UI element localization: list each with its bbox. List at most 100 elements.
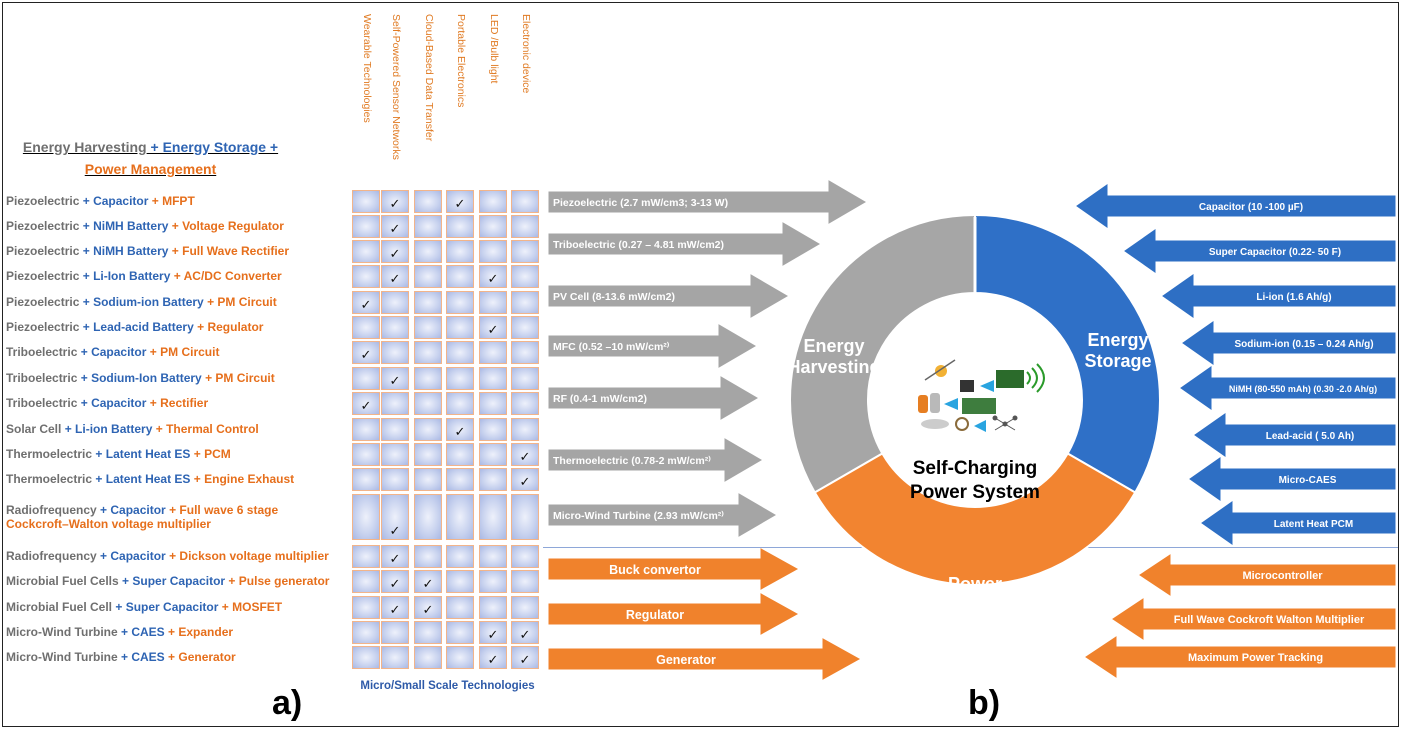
harvesting-arrow xyxy=(548,376,758,420)
row-harvester: Radiofrequency xyxy=(6,549,97,563)
storage-arrow-label: Latent Heat PCM xyxy=(1274,519,1353,530)
grid-cell xyxy=(446,621,474,644)
grid-cell: ✓ xyxy=(479,621,507,644)
check-mark-icon: ✓ xyxy=(360,347,372,362)
harvesting-arrow-label: Triboelectric (0.27 – 4.81 mW/cm2) xyxy=(553,239,724,251)
row-label: Triboelectric + Capacitor + Rectifier xyxy=(6,396,209,410)
row-label: Micro-Wind Turbine + CAES + Generator xyxy=(6,650,236,664)
row-management: Dickson voltage multiplier xyxy=(179,549,329,563)
grid-cell xyxy=(414,545,442,568)
management-arrow-right-label: Full Wave Cockroft Walton Multiplier xyxy=(1174,614,1365,626)
grid-cell xyxy=(479,443,507,466)
grid-caption: Micro/Small Scale Technologies xyxy=(360,680,535,692)
storage-arrow-label: Capacitor (10 -100 µF) xyxy=(1199,202,1303,213)
grid-cell xyxy=(352,265,380,288)
grid-cell xyxy=(479,468,507,491)
grid-cell xyxy=(479,570,507,593)
grid-cell: ✓ xyxy=(479,265,507,288)
grid-cell xyxy=(414,367,442,390)
grid-cell xyxy=(446,341,474,364)
row-label: Piezoelectric + Lead-acid Battery + Regu… xyxy=(6,320,264,334)
management-arrow-right xyxy=(1112,598,1396,640)
column-header: Self-Powered Sensor Networks xyxy=(390,14,402,160)
grid-cell xyxy=(414,265,442,288)
row-management: MFPT xyxy=(162,194,195,208)
grid-cell xyxy=(352,316,380,339)
grid-cell xyxy=(352,367,380,390)
check-mark-icon: ✓ xyxy=(389,246,401,261)
check-mark-icon: ✓ xyxy=(487,627,499,642)
check-mark-icon: ✓ xyxy=(519,474,531,489)
grid-cell xyxy=(352,621,380,644)
row-label: Piezoelectric + Sodium-ion Battery + PM … xyxy=(6,295,277,309)
grid-cell: ✓ xyxy=(511,468,539,491)
grid-cell xyxy=(511,596,539,619)
row-label: Thermoelectric + Latent Heat ES + PCM xyxy=(6,447,231,461)
row-label: Microbial Fuel Cells + Super Capacitor +… xyxy=(6,574,330,588)
grid-cell xyxy=(511,190,539,213)
storage-arrow xyxy=(1124,229,1396,273)
check-mark-icon: ✓ xyxy=(389,551,401,566)
grid-cell xyxy=(381,341,409,364)
check-mark-icon: ✓ xyxy=(389,373,401,388)
grid-cell xyxy=(446,468,474,491)
row-storage: NiMH Battery xyxy=(93,244,169,258)
check-mark-icon: ✓ xyxy=(422,576,434,591)
row-storage: Sodium-Ion Battery xyxy=(91,371,202,385)
grid-cell xyxy=(352,190,380,213)
grid-cell xyxy=(414,341,442,364)
row-management: PCM xyxy=(204,447,231,461)
harvesting-arrow xyxy=(548,180,866,224)
management-arrow-label: Buck convertor xyxy=(609,563,701,577)
row-management: Expander xyxy=(178,625,234,639)
row-harvester: Micro-Wind Turbine xyxy=(6,625,118,639)
grid-cell xyxy=(381,443,409,466)
title-harvesting: Energy Harvesting xyxy=(22,139,147,155)
column-header: Wearable Technologies xyxy=(361,14,373,123)
ring-label-management-1: Power xyxy=(948,574,1002,594)
grid-cell xyxy=(479,494,507,540)
row-label: Radiofrequency + Capacitor + Full wave 6… xyxy=(6,503,279,531)
management-arrow-left xyxy=(548,638,861,680)
column-header: Cloud-Based Data Transfer xyxy=(423,14,435,142)
grid-cell xyxy=(511,570,539,593)
harvesting-arrow-label: MFC (0.52 –10 mW/cm²⁾ xyxy=(553,341,670,353)
row-label: Micro-Wind Turbine + CAES + Expander xyxy=(6,625,234,639)
row-label: Triboelectric + Capacitor + PM Circuit xyxy=(6,345,220,359)
row-storage: Capacitor xyxy=(110,549,166,563)
energy-devices-icon xyxy=(918,359,1045,432)
grid-cell xyxy=(352,596,380,619)
grid-cell: ✓ xyxy=(414,570,442,593)
row-harvester: Triboelectric xyxy=(6,371,78,385)
row-storage: Lead-acid Battery xyxy=(93,320,194,334)
grid-cell: ✓ xyxy=(381,190,409,213)
grid-cell: ✓ xyxy=(381,367,409,390)
row-storage: Latent Heat ES xyxy=(105,447,191,461)
check-mark-icon: ✓ xyxy=(360,297,372,312)
grid-cell xyxy=(479,545,507,568)
storage-arrow xyxy=(1076,184,1396,228)
grid-cell xyxy=(381,418,409,441)
row-label: Piezoelectric + Capacitor + MFPT xyxy=(6,194,195,208)
harvesting-arrow-label: PV Cell (8-13.6 mW/cm2) xyxy=(553,291,675,303)
grid-cell xyxy=(446,596,474,619)
grid-cell xyxy=(352,468,380,491)
ring-label-storage-1: Energy xyxy=(1087,330,1148,350)
row-management: Pulse generator xyxy=(238,574,330,588)
title-storage: + Energy Storage + xyxy=(150,139,279,155)
grid-cell xyxy=(352,494,380,540)
row-harvester: Piezoelectric xyxy=(6,269,80,283)
harvesting-arrow-label: Thermoelectric (0.78-2 mW/cm²⁾ xyxy=(553,455,711,467)
grid-cell: ✓ xyxy=(381,494,409,540)
grid-cell xyxy=(511,494,539,540)
row-label: Microbial Fuel Cell + Super Capacitor + … xyxy=(6,600,283,614)
row-storage: Li-Ion Battery xyxy=(93,269,171,283)
grid-cell: ✓ xyxy=(446,418,474,441)
column-header: Portable Electronics xyxy=(455,14,467,108)
grid-cell xyxy=(511,240,539,263)
grid-cell: ✓ xyxy=(479,646,507,669)
grid-cell xyxy=(414,316,442,339)
center-title-1: Self-Charging xyxy=(913,458,1038,479)
grid-cell xyxy=(446,443,474,466)
